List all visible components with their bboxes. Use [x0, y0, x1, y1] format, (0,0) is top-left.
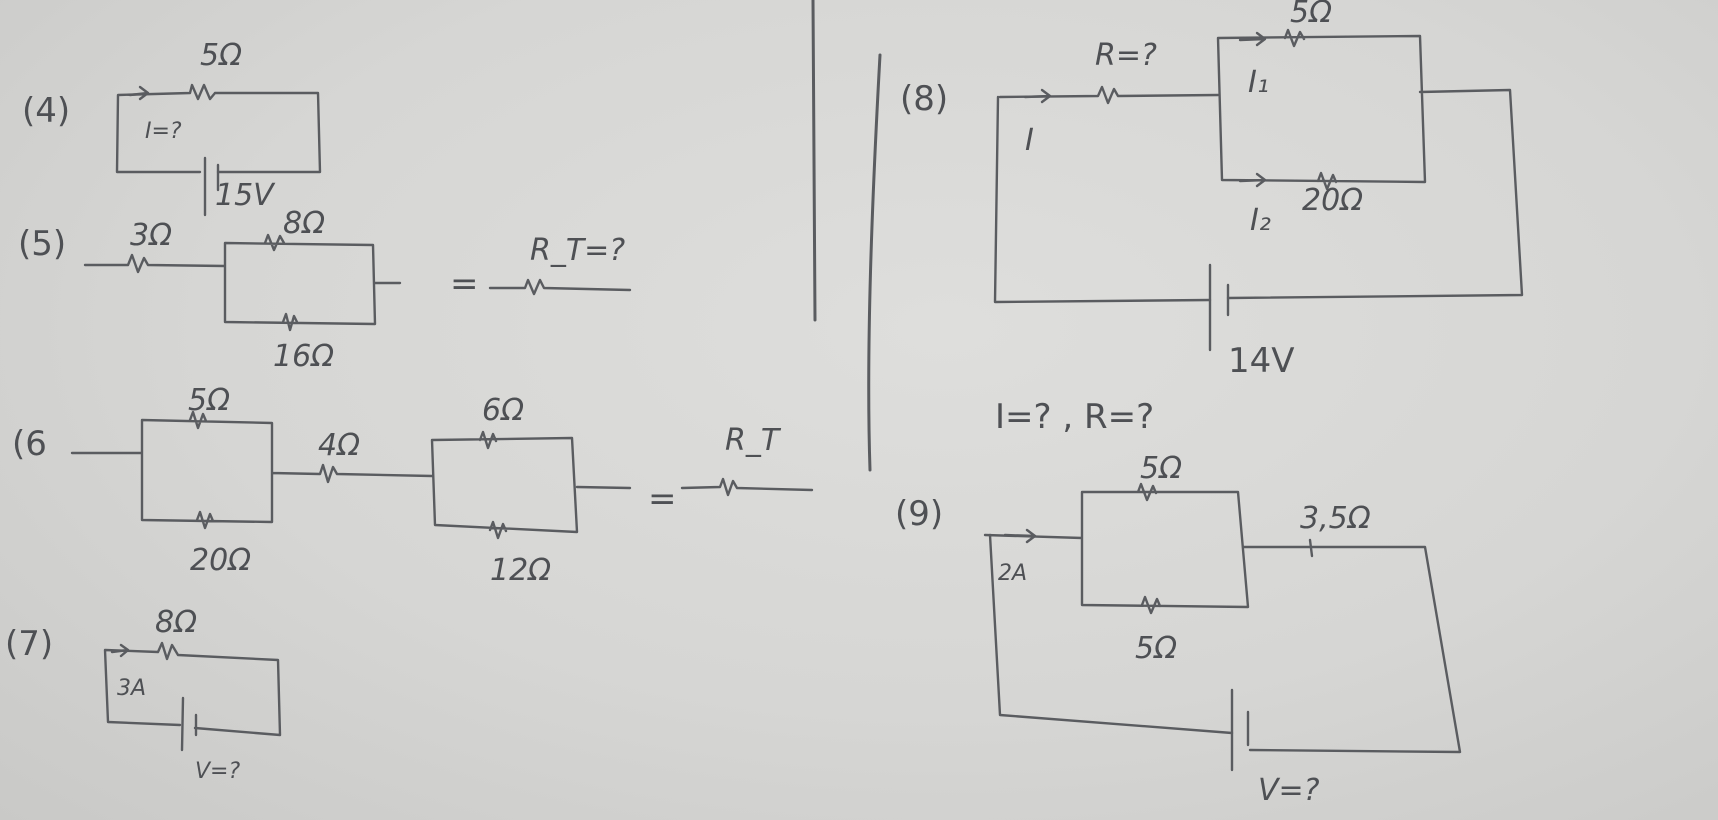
problem-7-battery [180, 696, 198, 752]
problem-8-current-top-label: I₁ [1248, 65, 1269, 100]
problem-8-voltage-label: 14V [1228, 341, 1295, 381]
problem-6-equals: = [648, 479, 677, 519]
problem-4-number: (4) [22, 91, 70, 131]
problem-9-current-label: 2A [998, 561, 1027, 586]
problem-7-current-label: 3A [117, 676, 146, 701]
problem-4-resistor-label: 5Ω [200, 38, 242, 73]
problem-9-series-resistor-label: 3,5Ω [1300, 501, 1371, 536]
problem-6-series-label: 4Ω [318, 428, 360, 463]
problem-5-bottom-label: 16Ω [273, 339, 334, 374]
problem-7-current-arrow [110, 643, 130, 658]
problem-6: (6 5Ω 20Ω 4Ω 6Ω 12Ω = R_T [12, 383, 814, 588]
problem-8-arrow-top [1238, 31, 1267, 47]
problem-4-current-label: I=? [145, 119, 182, 144]
problem-6-result-label: R_T [725, 423, 782, 458]
problem-5-number: (5) [18, 224, 66, 264]
problem-4-battery [203, 156, 220, 217]
problem-8-unknown-resistor-label: R=? [1095, 38, 1157, 73]
problem-8-arrow-total [1023, 88, 1052, 104]
problem-8-arrow-bottom [1238, 172, 1267, 188]
problem-6-circuit [70, 410, 632, 540]
problem-8-number: (8) [900, 79, 948, 119]
problem-6-p2-bottom-label: 12Ω [490, 553, 551, 588]
problem-4-circuit [115, 83, 322, 174]
problem-9-current-arrow [1003, 528, 1037, 544]
problem-8: (8) R=? I 5Ω I₁ 20Ω I₂ 14V I=? , R=? [900, 0, 1524, 437]
problem-5-series-label: 3Ω [130, 218, 172, 253]
problem-8-current-bottom-label: I₂ [1250, 203, 1271, 238]
problem-7: (7) 8Ω 3A V=? [5, 605, 282, 784]
problem-6-p1-bottom-label: 20Ω [190, 543, 251, 578]
problem-5: (5) 3Ω 8Ω 16Ω = R_T=? [18, 206, 632, 374]
problem-4-voltage-label: 15V [215, 178, 276, 213]
problem-6-p1-top-label: 5Ω [188, 383, 230, 418]
problem-6-number: (6 [12, 424, 47, 464]
problem-9-voltage-label: V=? [1258, 773, 1320, 808]
problem-9-top-resistor-label: 5Ω [1140, 451, 1182, 486]
problem-5-top-label: 8Ω [283, 206, 325, 241]
problem-5-result-resistor [488, 278, 632, 296]
problem-9-bottom-resistor-label: 5Ω [1135, 631, 1177, 666]
problem-9: (9) 5Ω 5Ω 3,5Ω 2A V=? [895, 451, 1462, 808]
problem-5-result-label: R_T=? [530, 233, 625, 268]
problem-6-result-resistor [680, 477, 814, 497]
problem-6-p2-top-label: 6Ω [482, 393, 524, 428]
problem-8-bottom-resistor-label: 20Ω [1302, 183, 1363, 218]
problem-8-question: I=? , R=? [995, 397, 1154, 437]
column-divider-right [867, 53, 882, 472]
problem-8-battery [1208, 263, 1230, 352]
problem-5-equals: = [450, 264, 479, 304]
problem-9-series-resistor [1308, 538, 1314, 558]
problem-7-resistor-label: 8Ω [155, 605, 197, 640]
problem-4-current-arrow [128, 85, 150, 101]
problem-8-current-total-label: I [1025, 123, 1034, 158]
problem-9-battery [1230, 688, 1250, 772]
problem-8-top-resistor-label: 5Ω [1290, 0, 1332, 30]
problem-8-circuit [993, 28, 1524, 304]
problem-9-number: (9) [895, 494, 943, 534]
problem-7-voltage-label: V=? [195, 759, 240, 784]
problem-4: (4) 5Ω I=? 15V [22, 38, 322, 217]
problem-7-number: (7) [5, 624, 53, 664]
problem-7-circuit [103, 641, 282, 737]
problem-9-circuit [983, 482, 1462, 754]
problem-5-circuit [83, 233, 402, 332]
column-divider-left [811, 0, 817, 322]
